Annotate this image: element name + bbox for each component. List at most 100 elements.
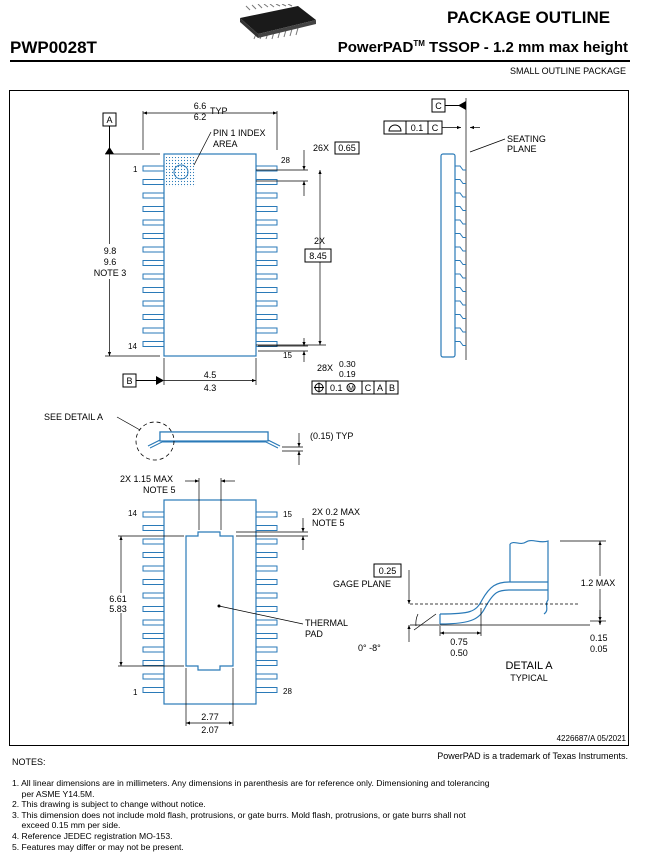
lead — [142, 633, 165, 639]
side-lead — [455, 327, 466, 333]
datum-c: C — [435, 101, 442, 111]
seating-plane-label-2: PLANE — [507, 144, 537, 154]
lead — [142, 673, 165, 680]
lead — [255, 525, 278, 531]
lead — [255, 287, 278, 293]
lead-angle: 0° -8° — [358, 643, 381, 653]
lead — [255, 565, 278, 572]
lead — [255, 538, 278, 545]
lead — [142, 619, 165, 626]
drawing-reference: 4226687/A 05/2021 — [556, 734, 626, 743]
pin1-index-label: PIN 1 INDEX — [213, 128, 266, 138]
lead — [142, 273, 165, 280]
lead — [142, 165, 165, 172]
pitch-value: 0.65 — [338, 143, 356, 153]
note-line: 4. Reference JEDEC registration MO-153. — [12, 830, 173, 841]
side-lead — [455, 260, 466, 265]
side-lead — [455, 165, 466, 171]
lead — [142, 179, 165, 185]
page-subtitle: PowerPADTM TSSOP - 1.2 mm max height — [337, 39, 628, 56]
bottom-pin-28: 28 — [283, 687, 292, 696]
side-lead — [455, 300, 466, 306]
burr2-note: NOTE 5 — [312, 518, 345, 528]
thermal-pad — [185, 531, 234, 671]
lead — [142, 192, 165, 199]
lead — [142, 300, 165, 307]
lead — [142, 552, 165, 558]
length-note: NOTE 3 — [94, 268, 127, 278]
pad-width-max: 2.77 — [201, 712, 219, 722]
lead — [255, 233, 278, 239]
detail-subtitle: TYPICAL — [510, 673, 548, 683]
position-tolerance: 0.1 — [330, 383, 343, 393]
length-max: 9.8 — [104, 246, 117, 256]
tol-ref-c: C — [365, 383, 372, 393]
side-lead — [455, 233, 466, 238]
lead — [142, 606, 165, 612]
lead-width-max: 0.30 — [339, 359, 356, 369]
lead — [142, 314, 165, 320]
side-lead — [455, 273, 466, 279]
lead — [255, 552, 278, 558]
standoff-min: 0.05 — [590, 644, 608, 654]
bottom-view: 14 15 1 28 2X 1.15 MAX NOTE 5 2X 0.2 MAX… — [104, 474, 360, 735]
side-lead — [455, 287, 466, 292]
lead — [142, 579, 165, 585]
note-line: per ASME Y14.5M. — [12, 788, 95, 799]
lead — [255, 192, 278, 199]
page-title: PACKAGE OUTLINE — [447, 8, 611, 27]
pin1-index-area — [166, 157, 196, 187]
header-rule — [10, 60, 630, 62]
lead — [255, 660, 278, 666]
svg-text:M: M — [348, 386, 354, 393]
package-category: SMALL OUTLINE PACKAGE — [509, 66, 626, 76]
lead-width-count: 28X — [317, 363, 333, 373]
foot-length-max: 0.75 — [450, 637, 468, 647]
span-count: 2X — [314, 236, 325, 246]
end-view: SEE DETAIL A (0.15) TYP — [44, 412, 353, 465]
lead — [255, 246, 278, 253]
pad-length-min: 5.83 — [109, 604, 127, 614]
lead — [142, 646, 165, 653]
lead — [255, 633, 278, 639]
lead — [255, 260, 278, 266]
foot-length-min: 0.50 — [450, 648, 468, 658]
lead — [255, 646, 278, 653]
side-lead — [455, 246, 466, 252]
note-line: exceed 0.15 mm per side. — [12, 820, 121, 831]
note-line: 3. This dimension does not include mold … — [12, 809, 466, 820]
side-lead — [455, 179, 466, 184]
pin1-index-area-label: AREA — [213, 139, 238, 149]
note-line: 5. Features may differ or may not be pre… — [12, 841, 184, 852]
standoff-max: 0.15 — [590, 633, 608, 643]
gage-plane-label: GAGE PLANE — [333, 579, 391, 589]
notes-title: NOTES: — [12, 757, 46, 767]
lead — [142, 565, 165, 572]
see-detail-label: SEE DETAIL A — [44, 412, 103, 422]
package-body-top — [163, 153, 257, 357]
tol-ref-a: A — [377, 383, 383, 393]
lead — [142, 246, 165, 253]
lead — [255, 579, 278, 585]
pin-1-label: 1 — [133, 165, 138, 174]
lead — [255, 511, 278, 518]
note-line: 1. All linear dimensions are in millimet… — [12, 778, 490, 788]
standoff-reference: (0.15) TYP — [310, 431, 353, 441]
side-lead — [455, 219, 466, 225]
side-lead — [455, 341, 466, 346]
body-width-max: 4.5 — [204, 370, 217, 380]
tol-ref-b: B — [389, 383, 395, 393]
bottom-pin-1: 1 — [133, 688, 138, 697]
lead — [142, 260, 165, 266]
gage-value: 0.25 — [379, 566, 397, 576]
lead — [142, 660, 165, 666]
pin-14-label: 14 — [128, 342, 137, 351]
document-id: PWP0028T — [10, 38, 97, 57]
datum-b: B — [126, 376, 132, 386]
lead — [142, 511, 165, 518]
pin-28-label: 28 — [281, 156, 290, 165]
width-typ: TYP — [210, 106, 228, 116]
lead — [255, 619, 278, 626]
package-thumbnail-icon — [240, 4, 316, 40]
